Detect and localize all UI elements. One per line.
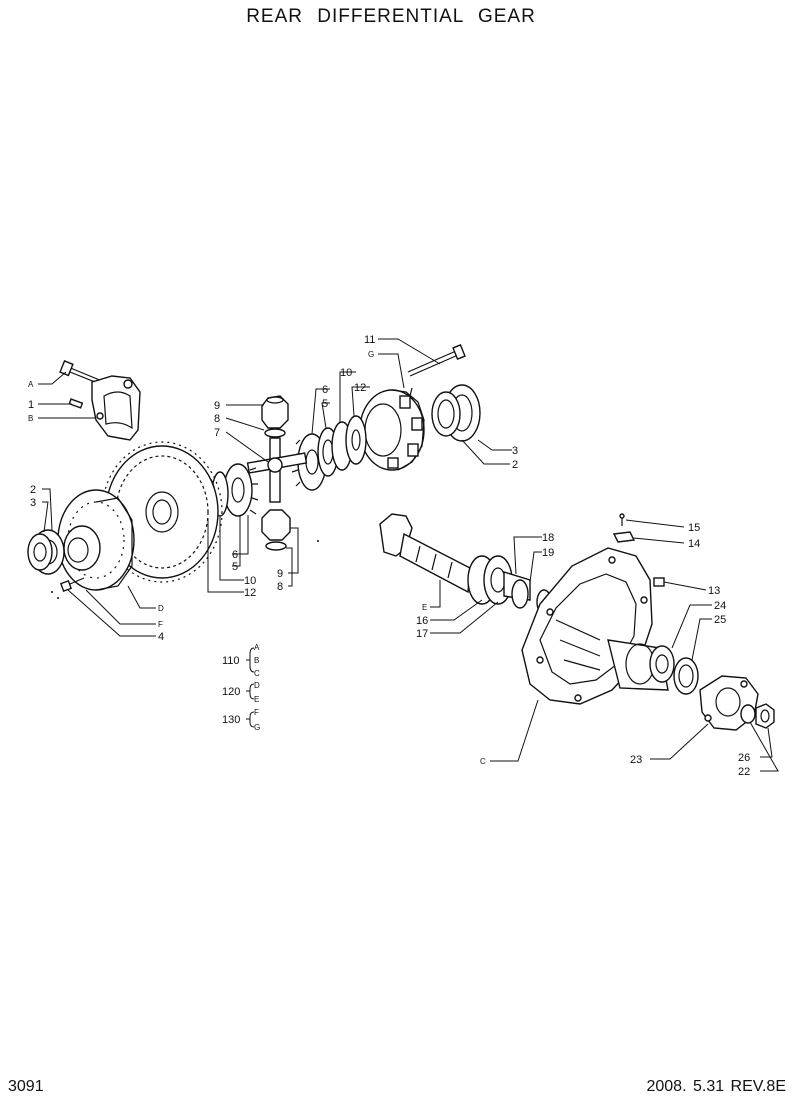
callout-25: 25 xyxy=(714,614,726,626)
callout-6-upper: 6 xyxy=(322,384,328,396)
callout-c: C xyxy=(480,757,486,766)
callout-8-lower: 8 xyxy=(277,581,283,593)
legend-110-letter-b: B xyxy=(254,656,259,665)
plate-14-icon xyxy=(612,531,636,543)
callout-4: 4 xyxy=(158,631,164,643)
washer-8-lower-icon xyxy=(265,541,287,551)
nut-26-icon xyxy=(755,703,775,729)
bearing-left-icon xyxy=(27,529,65,575)
carrier-housing-c-icon xyxy=(521,547,669,705)
side-gear-left-icon xyxy=(223,463,259,517)
legend-120-letter-e: E xyxy=(254,695,259,704)
bolt-4-icon xyxy=(59,577,85,593)
callout-13: 13 xyxy=(708,585,720,597)
callout-26: 26 xyxy=(738,752,750,764)
page-number: 3091 xyxy=(8,1078,44,1095)
callout-17: 17 xyxy=(416,628,428,640)
legend-130-letter-f: F xyxy=(254,708,259,717)
pin-1-icon xyxy=(68,398,84,409)
pinion-gear-9-upper-icon xyxy=(261,395,289,429)
callout-19: 19 xyxy=(542,547,554,559)
legend-120-letter-d: D xyxy=(254,681,260,690)
page-title: REAR DIFFERENTIAL GEAR xyxy=(246,6,536,27)
leader-lines xyxy=(38,338,779,772)
callout-e: E xyxy=(422,603,427,612)
callout-10-upper: 10 xyxy=(340,367,352,379)
differential-case-g-icon xyxy=(359,389,425,471)
pin-15-icon xyxy=(619,513,625,526)
callout-24: 24 xyxy=(714,600,726,612)
callout-11: 11 xyxy=(364,334,375,346)
assembly-legend: 110 A B C 120 D E 130 F G xyxy=(222,643,260,732)
legend-110-letter-c: C xyxy=(254,669,260,678)
bearing-cap-b-icon xyxy=(91,375,141,441)
callout-9-upper: 9 xyxy=(214,400,220,412)
callout-9-lower: 9 xyxy=(277,568,283,580)
callout-8-upper: 8 xyxy=(214,413,220,425)
callout-d: D xyxy=(158,604,164,613)
washer-8-upper-icon xyxy=(264,428,286,438)
callout-a: A xyxy=(28,380,34,389)
callout-12-upper: 12 xyxy=(354,382,366,394)
bearing-24-icon xyxy=(649,645,675,683)
callout-3-right: 3 xyxy=(512,445,518,457)
spider-7-icon xyxy=(246,437,308,503)
callout-5-upper: 5 xyxy=(322,398,328,410)
callout-f: F xyxy=(158,620,163,629)
callout-g-top: G xyxy=(368,350,374,359)
washer-22-icon xyxy=(740,704,756,724)
callout-15: 15 xyxy=(688,522,700,534)
legend-110-letter-a: A xyxy=(254,643,260,652)
callout-1: 1 xyxy=(28,399,34,411)
legend-110-number: 110 xyxy=(222,655,240,667)
callout-2-right: 2 xyxy=(512,459,518,471)
callout-23: 23 xyxy=(630,754,642,766)
revision-date: 2008. 5.31 REV.8E xyxy=(646,1078,786,1095)
legend-130-letter-g: G xyxy=(254,723,260,732)
bearing-16-17-icon xyxy=(467,555,513,605)
callout-2-left: 2 xyxy=(30,484,36,496)
pinion-gear-9-lower-icon xyxy=(261,509,291,541)
bolt-11-icon xyxy=(407,344,466,377)
callout-5-lower: 5 xyxy=(232,561,238,573)
washer-12-icon xyxy=(345,415,367,465)
callout-b: B xyxy=(28,414,33,423)
callout-6-lower: 6 xyxy=(232,549,238,561)
callout-10-lower: 10 xyxy=(244,575,256,587)
seal-25-icon xyxy=(673,657,699,695)
callout-14: 14 xyxy=(688,538,700,550)
legend-130-number: 130 xyxy=(222,714,240,726)
bolt-13-icon xyxy=(653,577,665,587)
callout-22: 22 xyxy=(738,766,750,778)
callout-7: 7 xyxy=(214,427,220,439)
legend-120-number: 120 xyxy=(222,686,240,698)
callout-16: 16 xyxy=(416,615,428,627)
differential-case-d-icon xyxy=(57,489,135,591)
drive-pinion-e-icon xyxy=(379,513,471,594)
callout-3-left: 3 xyxy=(30,497,36,509)
bearing-3-upper-icon xyxy=(431,384,481,442)
callout-12-lower: 12 xyxy=(244,587,256,599)
callout-18: 18 xyxy=(542,532,554,544)
spacer-18-icon xyxy=(503,571,531,609)
bolt-a-icon xyxy=(59,360,103,385)
